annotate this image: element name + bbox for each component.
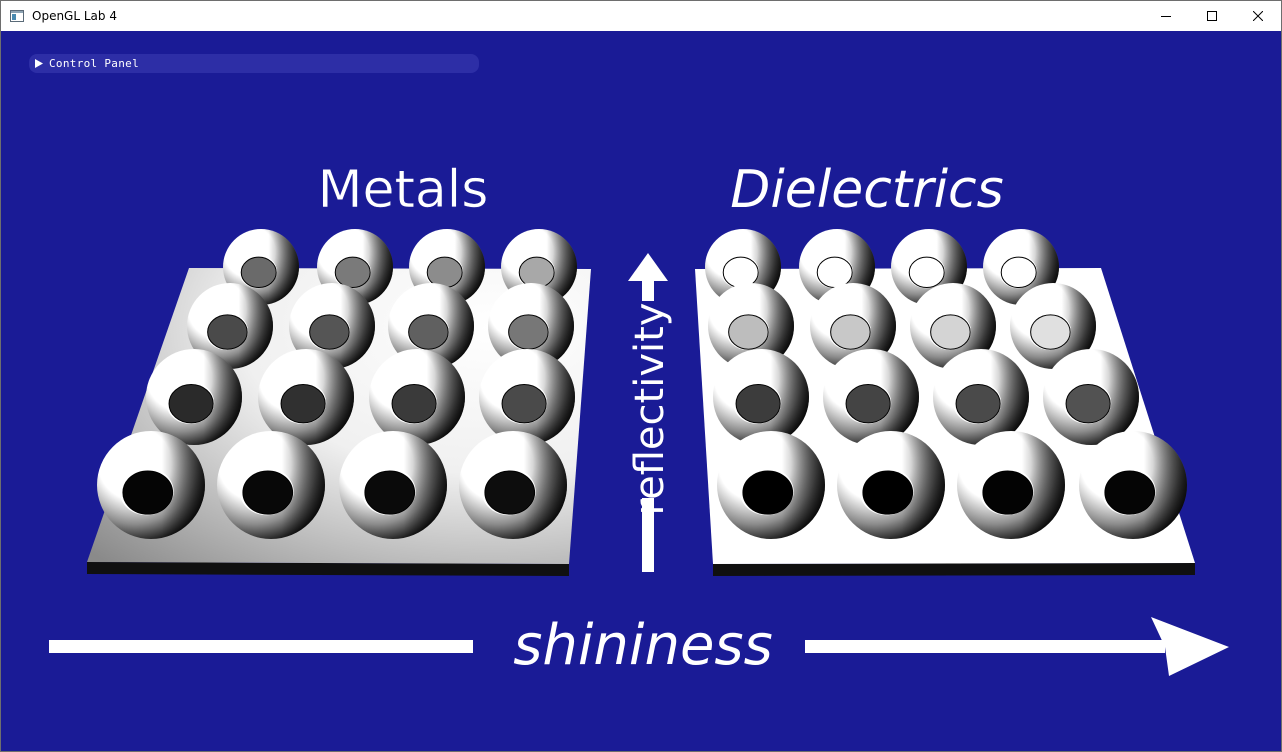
metal-sphere <box>479 349 575 445</box>
metal-sphere <box>388 283 474 369</box>
reflectivity-label: reflectivity <box>627 303 673 516</box>
scene-canvas: Metals Dielectrics reflectivity shinines… <box>49 160 1229 678</box>
dielectric-sphere <box>823 349 919 445</box>
dielectric-sphere <box>1079 431 1187 539</box>
maximize-icon <box>1207 11 1217 21</box>
dielectric-sphere <box>1010 283 1096 369</box>
shininess-arrow <box>49 617 1229 676</box>
metal-sphere <box>459 431 567 539</box>
dielectric-sphere <box>957 431 1065 539</box>
dielectric-sphere <box>910 283 996 369</box>
minimize-icon <box>1161 16 1171 17</box>
metal-sphere <box>488 283 574 369</box>
close-button[interactable] <box>1235 1 1281 31</box>
metal-sphere <box>97 431 205 539</box>
dielectric-sphere <box>713 349 809 445</box>
dielectrics-sphere-grid <box>705 229 1187 539</box>
window-title: OpenGL Lab 4 <box>32 9 117 23</box>
metal-sphere <box>217 431 325 539</box>
close-icon <box>1253 11 1263 21</box>
metal-sphere <box>369 349 465 445</box>
dielectric-sphere <box>1043 349 1139 445</box>
control-panel-label: Control Panel <box>49 57 139 70</box>
dielectric-sphere <box>708 283 794 369</box>
metal-sphere <box>339 431 447 539</box>
metal-sphere <box>258 349 354 445</box>
metals-sphere-grid <box>97 229 577 539</box>
shininess-label: shininess <box>513 613 773 678</box>
dielectric-sphere <box>933 349 1029 445</box>
metal-sphere <box>146 349 242 445</box>
application-window-icon <box>10 10 24 22</box>
title-bar[interactable]: OpenGL Lab 4 <box>1 1 1281 31</box>
reflectivity-arrow <box>628 253 668 572</box>
metal-sphere <box>187 283 273 369</box>
maximize-button[interactable] <box>1189 1 1235 31</box>
metal-sphere <box>289 283 375 369</box>
metals-label: Metals <box>318 160 489 220</box>
dielectric-sphere <box>717 431 825 539</box>
control-panel-header[interactable]: Control Panel <box>29 54 479 73</box>
opengl-viewport[interactable]: Metals Dielectrics reflectivity shinines… <box>1 31 1281 751</box>
dielectric-sphere <box>810 283 896 369</box>
dielectric-sphere <box>837 431 945 539</box>
dielectrics-label: Dielectrics <box>730 160 1003 220</box>
collapsed-triangle-icon <box>35 59 43 68</box>
minimize-button[interactable] <box>1143 1 1189 31</box>
